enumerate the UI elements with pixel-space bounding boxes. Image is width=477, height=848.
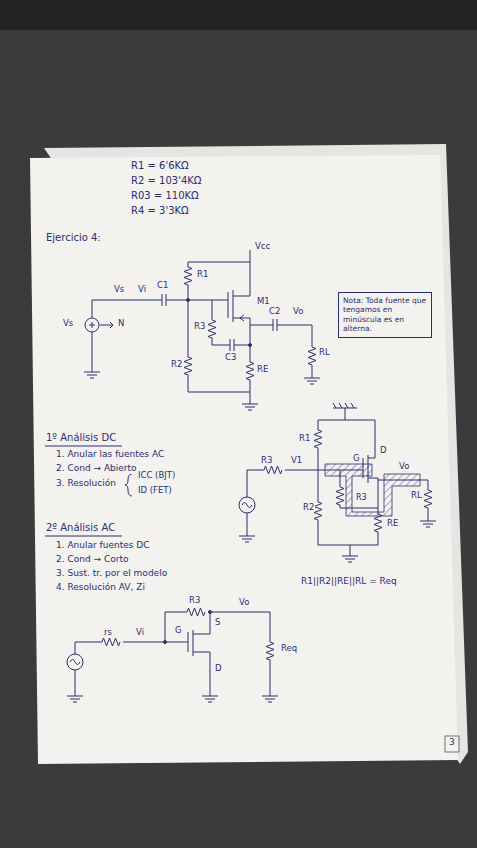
handwritten-label: D: [379, 446, 388, 455]
page-number-box: [445, 736, 459, 752]
handwritten-label: Vo: [238, 598, 250, 607]
handwritten-label: G: [174, 626, 183, 635]
handwritten-label: 3. Sust. tr. por el modelo: [55, 569, 168, 579]
handwritten-label: Vs: [62, 319, 74, 328]
circuit-3: [67, 608, 278, 702]
handwritten-label: RL: [318, 348, 331, 357]
circuit-2: [239, 403, 436, 562]
handwritten-label: R3: [188, 596, 201, 605]
handwritten-label: 3. Resolución: [55, 479, 117, 489]
paper-sheet: [30, 155, 458, 764]
handwritten-label: D: [214, 664, 223, 673]
handwritten-label: V1: [290, 456, 303, 465]
handwritten-label: 2. Cond → Corto: [55, 555, 129, 565]
handwritten-label: R1||R2||RE||RL = Req: [300, 577, 398, 587]
dark-band: [0, 0, 477, 30]
handwritten-label: rs: [103, 628, 113, 637]
handwritten-label: Vi: [137, 285, 147, 294]
handwritten-label: C2: [268, 307, 281, 316]
handwritten-label: Vo: [398, 462, 410, 471]
handwritten-label: 4. Resolución AV, Zi: [55, 583, 146, 593]
handwritten-label: RE: [386, 519, 399, 528]
handwritten-label: R1: [196, 270, 209, 279]
handwritten-label: R2: [170, 360, 183, 369]
handwritten-label: R3: [260, 456, 273, 465]
handwritten-label: 1. Anular fuentes DC: [55, 541, 151, 551]
handwritten-label: R2: [302, 503, 315, 512]
handwritten-label: Vi: [135, 628, 145, 637]
circuit-1: [84, 250, 320, 410]
handwritten-label: 2. Cond → Abierto: [55, 464, 138, 474]
handwritten-label: ID (FET): [137, 486, 173, 495]
handwritten-label: RE: [256, 365, 269, 374]
handwritten-label: R03 = 110KΩ: [130, 190, 200, 201]
handwritten-label: R1 = 6'6KΩ: [130, 160, 190, 171]
handwritten-label: R1: [298, 434, 311, 443]
handwritten-label: C1: [156, 281, 169, 290]
note-text: Nota: Toda fuente que tengamos en minúsc…: [343, 296, 426, 333]
handwritten-label: R3: [355, 494, 368, 503]
handwritten-label: C3: [224, 353, 237, 362]
handwritten-label: Vcc: [254, 242, 271, 251]
handwritten-label: ICC (BJT): [137, 471, 176, 480]
handwritten-label: R3: [193, 322, 206, 331]
handwritten-label: N: [117, 319, 125, 328]
handwritten-label: M1: [256, 297, 271, 306]
handwritten-label: 3: [448, 738, 456, 748]
handwritten-label: RL: [410, 491, 423, 500]
handwritten-label: S: [214, 618, 221, 627]
note-box: Nota: Toda fuente que tengamos en minúsc…: [338, 292, 432, 338]
handwritten-label: Vo: [292, 307, 304, 316]
handwritten-label: G: [352, 454, 361, 463]
handwritten-label: Req: [280, 644, 298, 653]
handwritten-label: 2º Análisis AC: [45, 522, 116, 533]
handwritten-label: Vs: [113, 285, 125, 294]
handwritten-label: Ejercicio 4:: [45, 232, 102, 243]
handwritten-label: R4 = 3'3KΩ: [130, 205, 190, 216]
handwritten-label: 1. Anular las fuentes AC: [55, 450, 165, 460]
handwritten-label: R2 = 103'4KΩ: [130, 175, 202, 186]
handwritten-label: 1º Análisis DC: [45, 432, 117, 443]
